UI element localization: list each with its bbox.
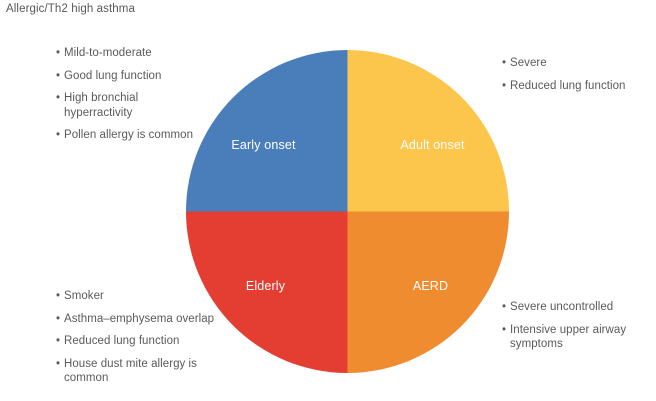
bullet-icon: • (502, 323, 507, 336)
list-item: • Reduced lung function (502, 79, 652, 94)
pie-slice-label-aerd: AERD (412, 278, 449, 293)
pie-slice-label-adult-onset: Adult onset (400, 137, 465, 152)
bullet-icon: • (56, 69, 61, 82)
bullet-icon: • (502, 57, 507, 69)
pie-slice-label-elderly: Elderly (245, 278, 286, 293)
list-item: • Reduced lung function (56, 334, 228, 349)
list-item-label: Severe uncontrolled (510, 301, 614, 313)
list-item-label: Severe (510, 57, 547, 69)
annotation-top-left: • Mild-to-moderate • Good lung function … (56, 46, 206, 143)
annotation-list-top-left: • Mild-to-moderate • Good lung function … (56, 46, 206, 143)
bullet-icon: • (56, 129, 61, 141)
list-item: • Mild-to-moderate (56, 46, 206, 61)
list-item-label: Mild-to-moderate (64, 47, 152, 59)
list-item-label: Pollen allergy is common (64, 129, 194, 141)
pie-chart-svg (186, 50, 509, 373)
pie-slice-adult-onset[interactable] (347, 50, 510, 212)
list-item: • Good lung function (56, 69, 206, 84)
list-item: • Asthma–emphysema overlap (56, 312, 228, 327)
annotation-list-bottom-left: • Smoker • Asthma–emphysema overlap • Re… (56, 289, 228, 386)
annotation-bottom-right: • Severe uncontrolled • Intensive upper … (502, 300, 652, 352)
annotation-bottom-left: • Smoker • Asthma–emphysema overlap • Re… (56, 289, 228, 386)
list-item: • Severe uncontrolled (502, 300, 652, 315)
bullet-icon: • (56, 312, 61, 325)
list-item-label: Reduced lung function (64, 335, 180, 347)
bullet-icon: • (502, 301, 507, 313)
page-title: Allergic/Th2 high asthma (6, 3, 135, 15)
list-item-label: Smoker (64, 290, 104, 302)
list-item: • Severe (502, 56, 652, 71)
bullet-icon: • (502, 79, 507, 92)
bullet-icon: • (56, 92, 61, 104)
annotation-list-top-right: • Severe • Reduced lung function (502, 56, 652, 93)
list-item-label: High bronchial hyperractivity (64, 92, 139, 119)
list-item: • House dust mite allergy is common (56, 357, 228, 386)
pie-slice-aerd[interactable] (347, 211, 510, 374)
bullet-icon: • (56, 290, 61, 302)
annotation-list-bottom-right: • Severe uncontrolled • Intensive upper … (502, 300, 652, 352)
list-item-label: House dust mite allergy is common (64, 357, 197, 385)
list-item: • High bronchial hyperractivity (56, 91, 206, 120)
list-item-label: Good lung function (64, 69, 162, 82)
bullet-icon: • (56, 335, 61, 347)
pie-slice-label-early-onset: Early onset (231, 137, 296, 152)
list-item: • Smoker (56, 289, 228, 304)
bullet-icon: • (56, 357, 61, 370)
list-item-label: Reduced lung function (510, 79, 626, 92)
annotation-top-right: • Severe • Reduced lung function (502, 56, 652, 93)
list-item-label: Asthma–emphysema overlap (64, 312, 215, 325)
list-item-label: Intensive upper airway symptoms (510, 323, 627, 351)
list-item: • Pollen allergy is common (56, 128, 206, 143)
bullet-icon: • (56, 47, 61, 59)
pie-chart: Early onset Adult onset AERD Elderly (186, 50, 509, 373)
pie-slice-early-onset[interactable] (186, 50, 348, 212)
pie-slice-elderly[interactable] (186, 211, 348, 374)
list-item: • Intensive upper airway symptoms (502, 323, 652, 352)
